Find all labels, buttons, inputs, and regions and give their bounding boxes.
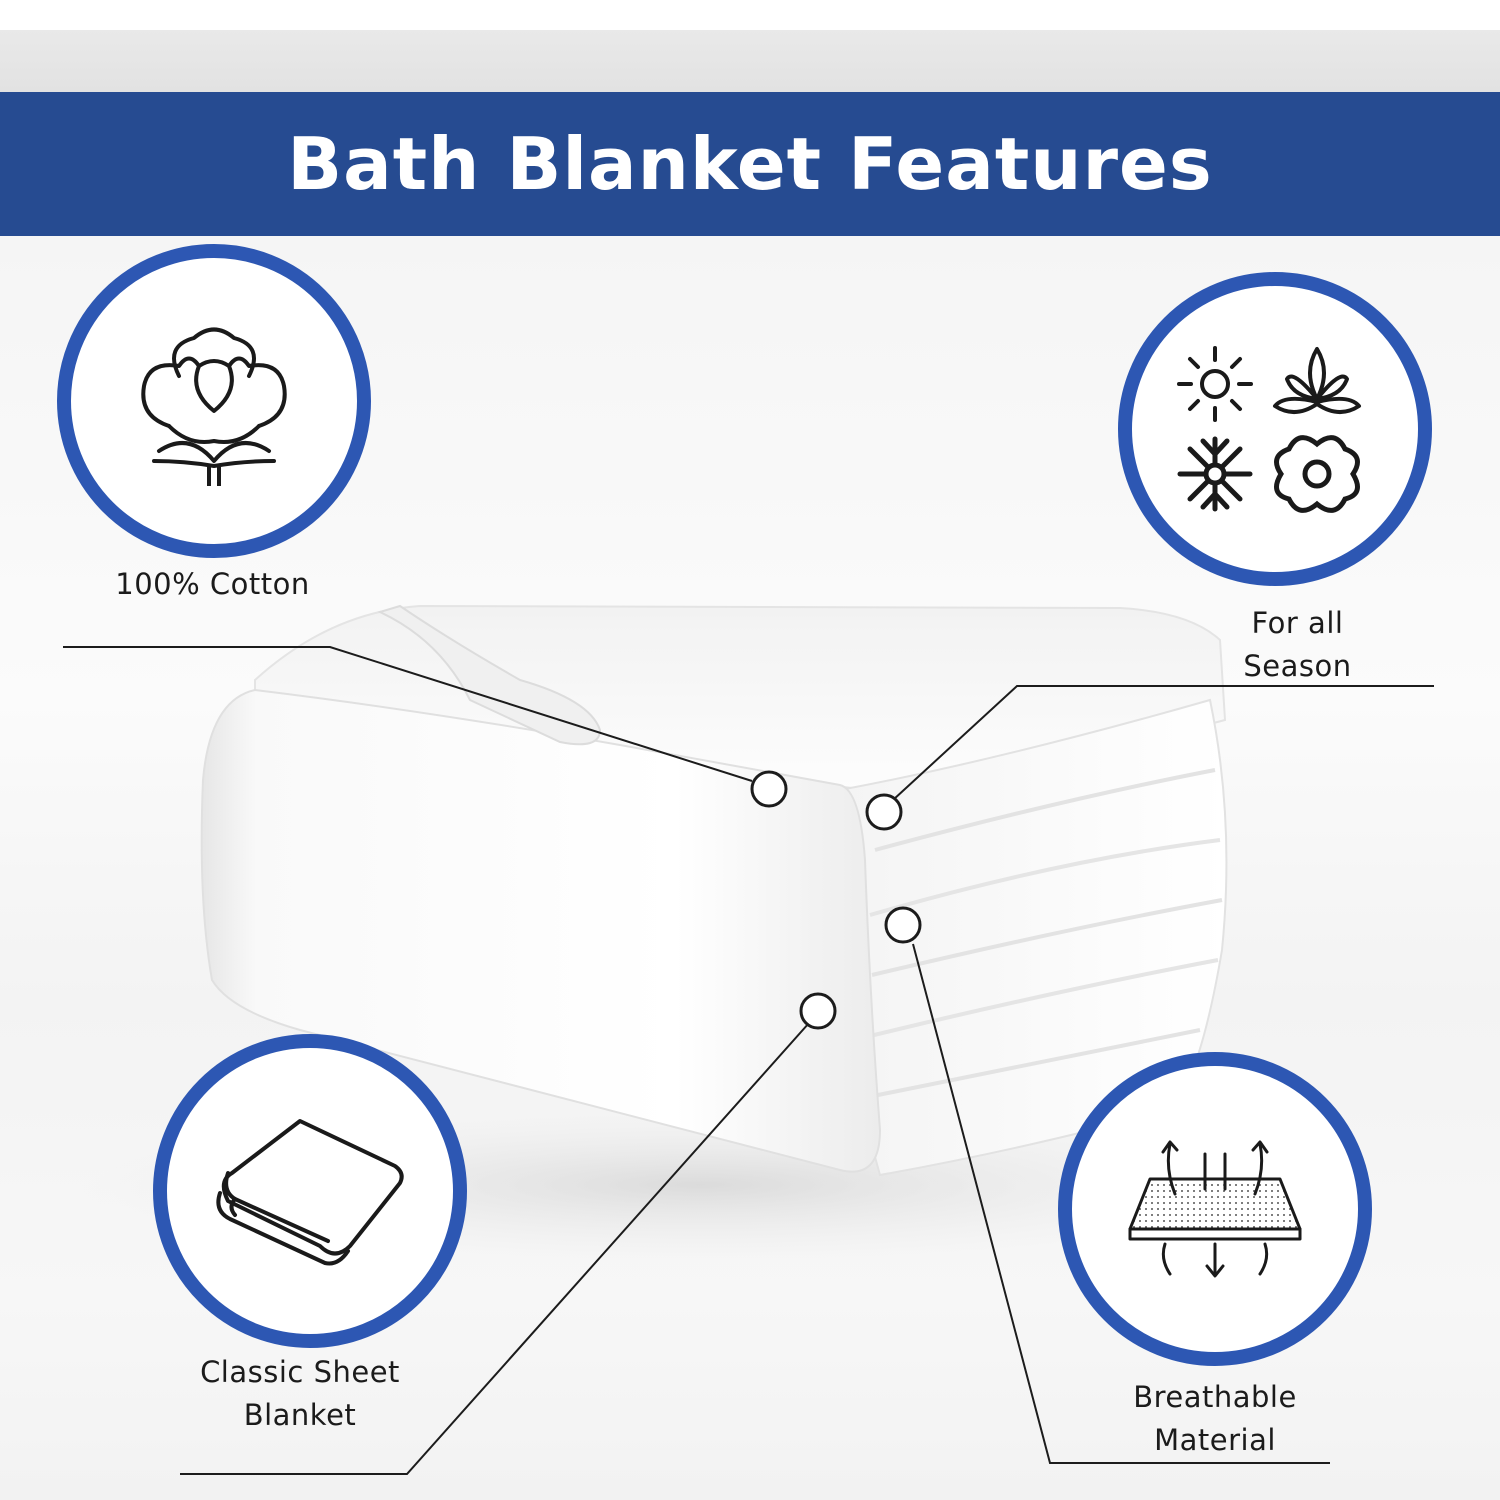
cotton-feature-label: 100% Cotton [115, 567, 310, 601]
classic-sheet-feature-label: Classic Sheet Blanket [200, 1355, 400, 1432]
leaf-icon [1273, 347, 1361, 414]
snowflake-icon [1177, 436, 1253, 512]
all-season-feature-circle [1118, 272, 1432, 586]
flower-icon [1274, 435, 1360, 513]
breathable-feature-circle [1058, 1052, 1372, 1366]
folded-blanket-icon [216, 1119, 404, 1266]
header-gray-band [0, 30, 1500, 92]
breathable-feature-label: Breathable Material [1133, 1380, 1297, 1457]
cotton-feature-circle [57, 244, 371, 558]
top-margin [0, 0, 1500, 30]
all-season-feature-label: For all Season [1243, 606, 1352, 683]
season-icons-group [1177, 346, 1361, 513]
classic-sheet-feature-circle [153, 1034, 467, 1348]
sun-icon [1177, 346, 1253, 422]
page-title: Bath Blanket Features [287, 122, 1213, 206]
cotton-boll-icon [141, 327, 287, 486]
title-banner: Bath Blanket Features [0, 92, 1500, 236]
breathable-fabric-icon [1128, 1140, 1302, 1278]
